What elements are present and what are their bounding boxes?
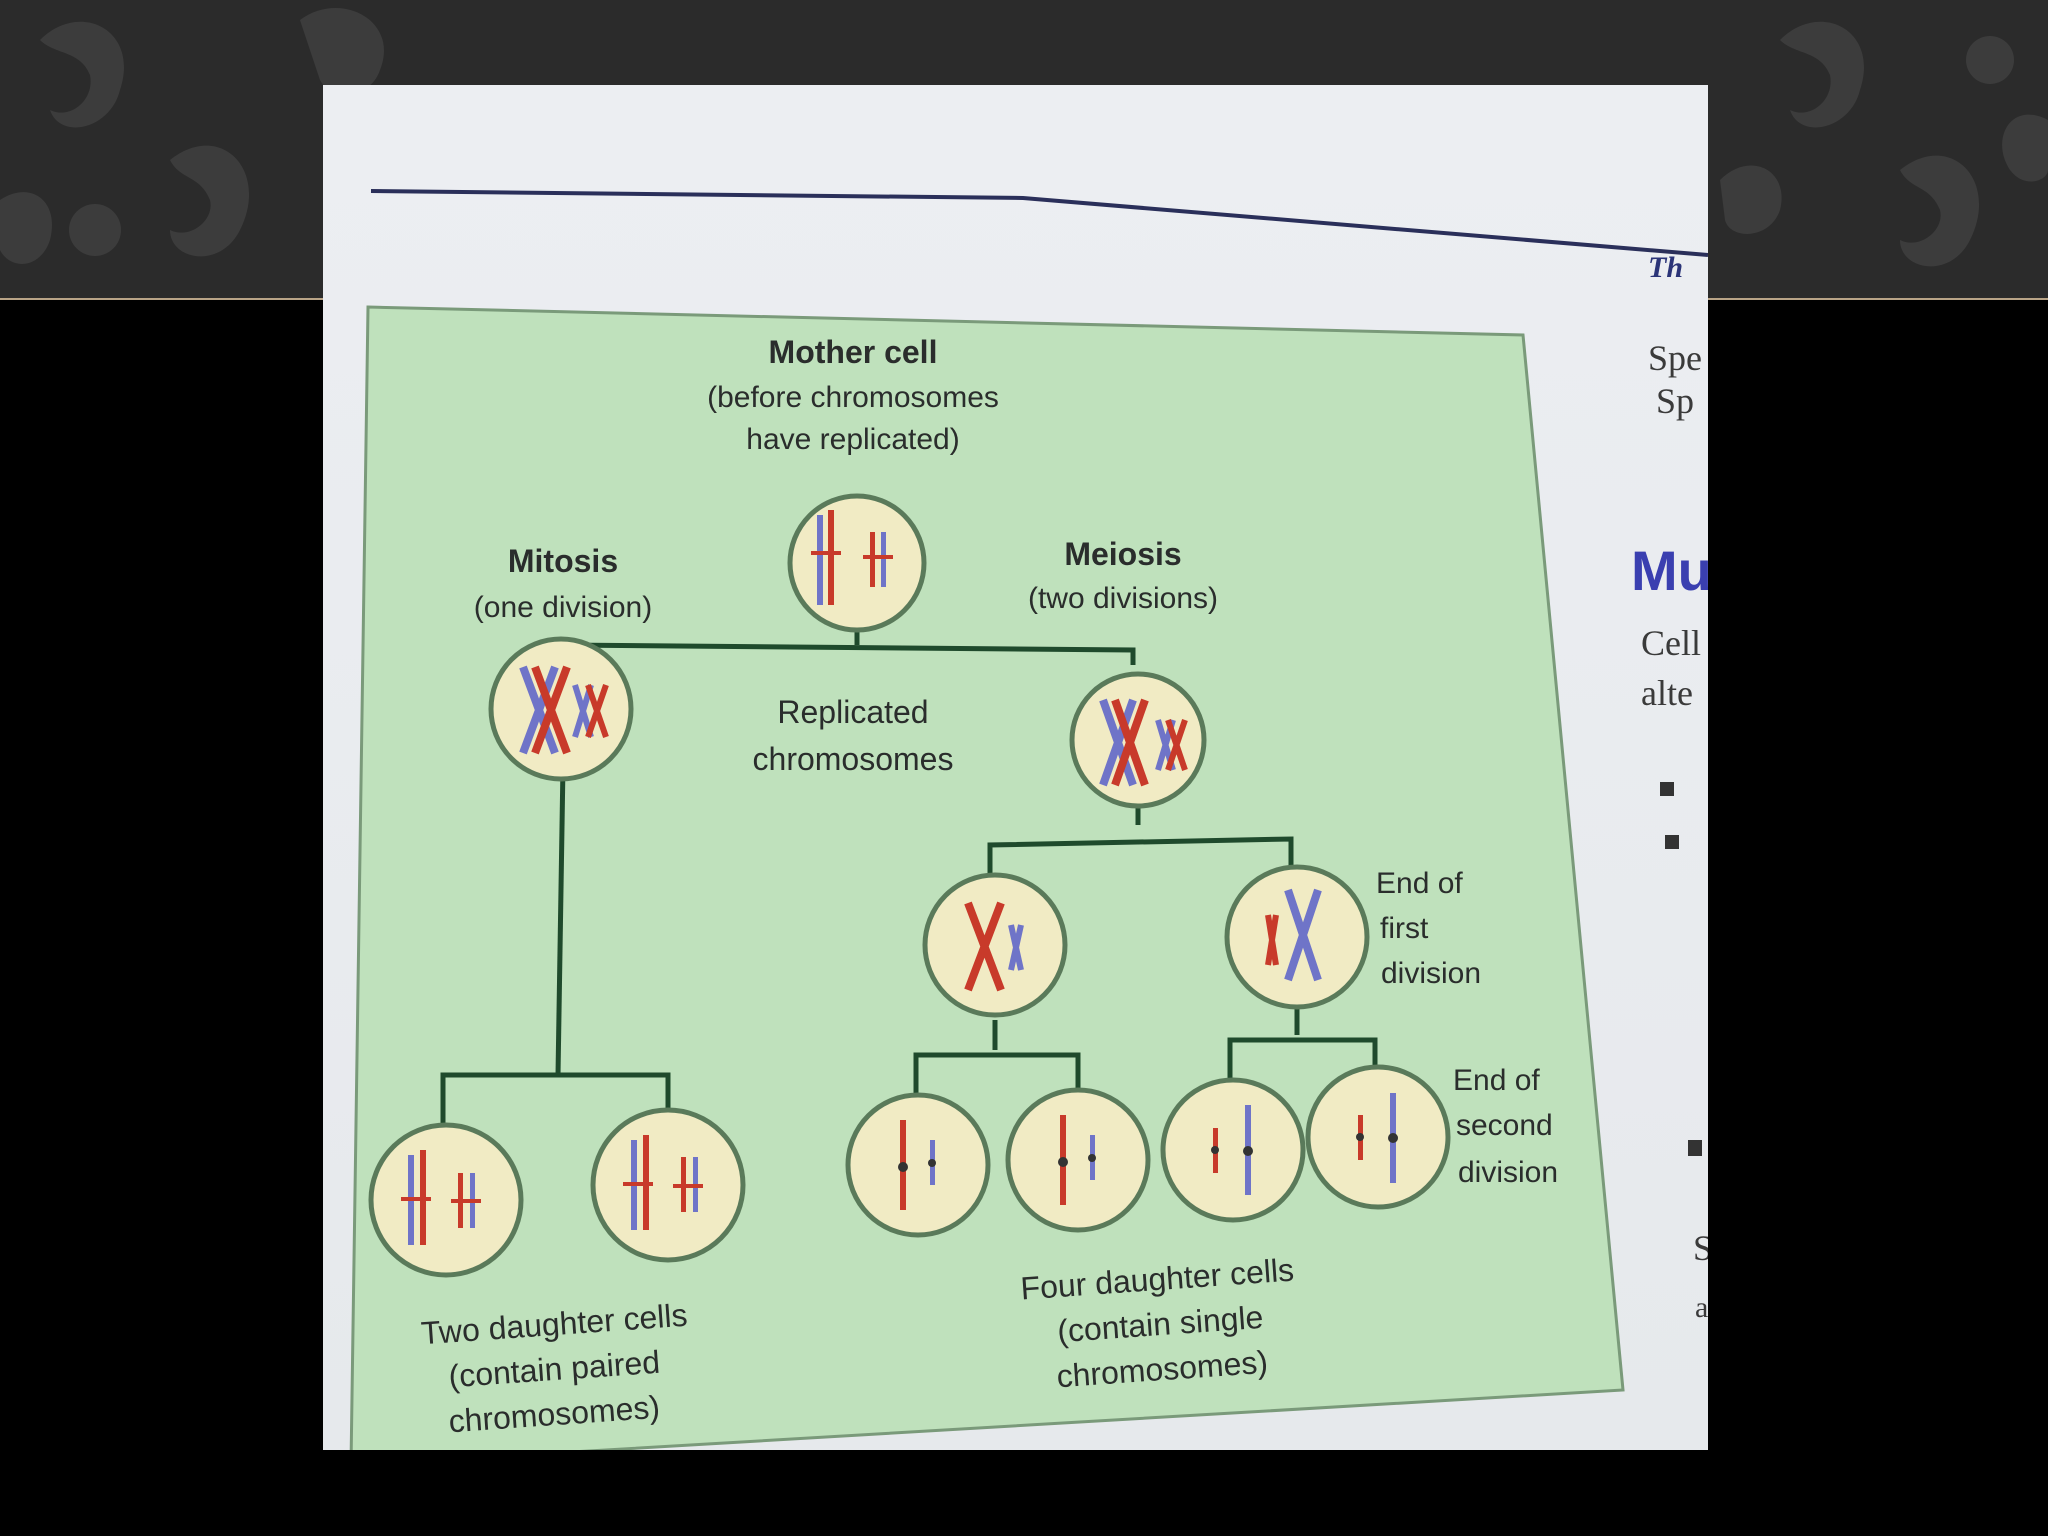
- end-second-3: division: [1458, 1156, 1558, 1189]
- end-first-1: End of: [1376, 867, 1463, 900]
- fragment-sp: Sp: [1656, 381, 1694, 421]
- cell-division-diagram: Th Spe Sp Mu Cell alte S a: [349, 189, 1708, 1450]
- mitosis-replicated-cell: [488, 636, 634, 782]
- end-second-2: second: [1456, 1109, 1553, 1142]
- meiosis-daughter-cell-3: [1160, 1077, 1306, 1223]
- bullet-2: [1665, 835, 1679, 849]
- mother-cell: [787, 493, 927, 633]
- end-first-2: first: [1380, 912, 1429, 945]
- bullet-1: [1660, 782, 1674, 796]
- fragment-spe: Spe: [1648, 338, 1702, 378]
- fragment-a: a: [1695, 1291, 1708, 1324]
- end-first-3: division: [1381, 957, 1481, 990]
- mother-cell-title: Mother cell: [769, 334, 938, 370]
- page-rule: [370, 189, 1708, 257]
- meiosis-daughter-cell-2: [1005, 1087, 1151, 1233]
- mitosis-daughter-cell-right: [590, 1107, 746, 1263]
- fragment-body-1: Cell: [1641, 623, 1701, 663]
- damask-pattern: [0, 8, 2048, 267]
- mitosis-title: Mitosis: [508, 543, 618, 579]
- fragment-s: S: [1693, 1228, 1708, 1268]
- textbook-photo: Th Spe Sp Mu Cell alte S a: [323, 85, 1708, 1450]
- meiosis-first-division-cell-left: [922, 872, 1068, 1018]
- replicated-label-1: Replicated: [777, 694, 928, 730]
- meiosis-daughter-cell-4: [1305, 1064, 1451, 1210]
- meiosis-note: (two divisions): [1028, 582, 1218, 615]
- fragment-heading: Mu: [1631, 539, 1708, 602]
- mitosis-note: (one division): [474, 591, 652, 624]
- mother-cell-note-1: (before chromosomes: [707, 381, 999, 414]
- meiosis-title: Meiosis: [1064, 536, 1181, 572]
- fragment-th: Th: [1648, 251, 1683, 284]
- meiosis-daughter-cell-1: [845, 1092, 991, 1238]
- fragment-body-2: alte: [1641, 673, 1693, 713]
- meiosis-replicated-cell: [1069, 671, 1207, 809]
- bullet-3: [1688, 1140, 1702, 1156]
- end-second-1: End of: [1453, 1064, 1540, 1097]
- mother-cell-note-2: have replicated): [746, 423, 959, 456]
- replicated-label-2: chromosomes: [753, 741, 954, 777]
- meiosis-first-division-cell-right: [1224, 864, 1370, 1010]
- mitosis-daughter-cell-left: [368, 1122, 524, 1278]
